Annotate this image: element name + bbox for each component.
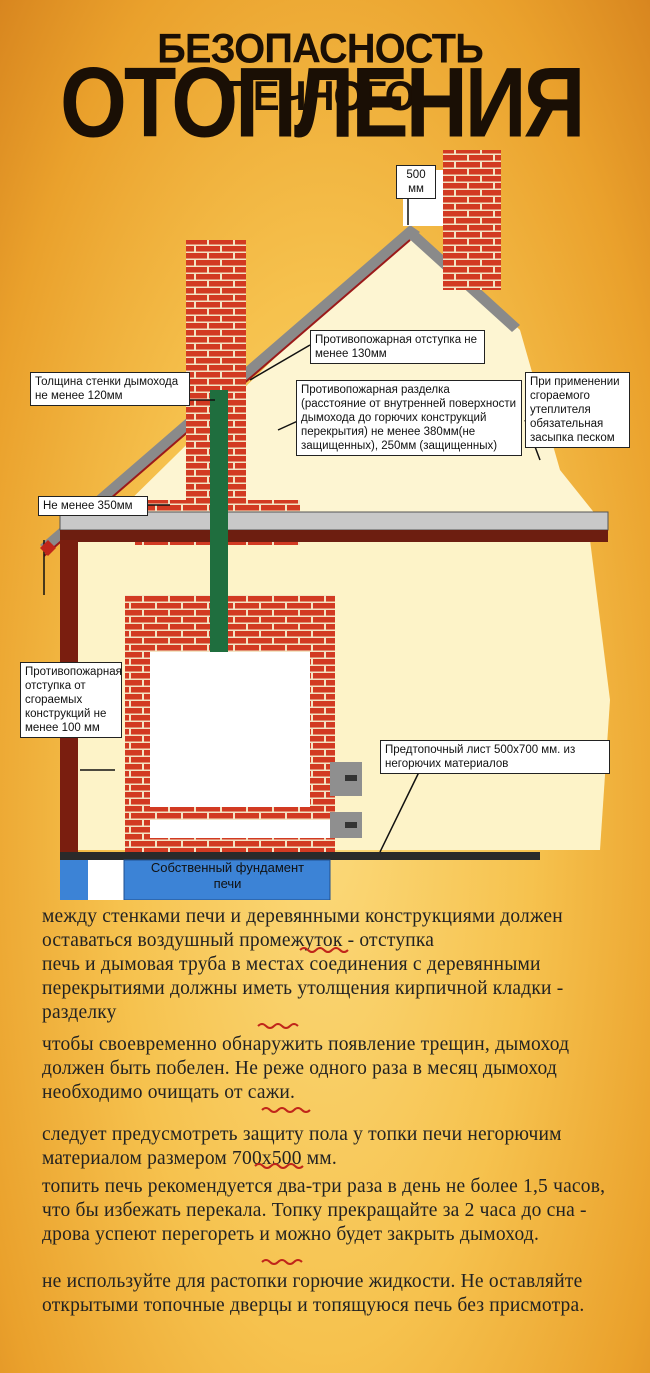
foundation xyxy=(123,859,331,900)
text-otstupka: между стенками печи и деревянными констр… xyxy=(42,906,563,951)
title-line-2: ОТОПЛЕНИЯ xyxy=(60,47,585,159)
text-pobelka: чтобы своевременно обнаружить появление … xyxy=(42,1034,570,1103)
label-predtop: Предтопочный лист 500х700 мм. из негорюч… xyxy=(380,740,610,774)
text-razdelka: печь и дымовая труба в местах соединения… xyxy=(42,954,564,1023)
floor xyxy=(60,852,540,860)
ceiling-wood xyxy=(60,530,608,542)
label-foundation: Собственный фундамент печи xyxy=(150,860,305,891)
title-line-1: БЕЗОПАСНОСТЬ ПЕЧНОГО xyxy=(157,25,484,120)
chimney-top-right xyxy=(443,150,501,290)
label-min-350: Не менее 350мм xyxy=(38,496,148,516)
text-floor-protection: следует предусмотреть защиту пола у топк… xyxy=(42,1124,562,1169)
label-sand: При применении сгораемого утеплителя обя… xyxy=(525,372,630,448)
label-wall-120: Толщина стенки дымохода не менее 120мм xyxy=(30,372,190,406)
label-500mm: 500 мм xyxy=(396,165,436,199)
stove-safety-diagram xyxy=(40,150,610,900)
text-firing-schedule: топить печь рекомендуется два-три раза в… xyxy=(42,1176,606,1245)
label-offset-100: Противопожарная отступка от сгораемых ко… xyxy=(20,662,122,738)
text-no-liquids: не используйте для растопки горючие жидк… xyxy=(42,1271,585,1316)
label-offset-130: Противопожарная отступка не менее 130мм xyxy=(310,330,485,364)
label-razdelka: Противопожарная разделка (расстояние от … xyxy=(296,380,522,456)
stove-firebox xyxy=(150,652,310,807)
